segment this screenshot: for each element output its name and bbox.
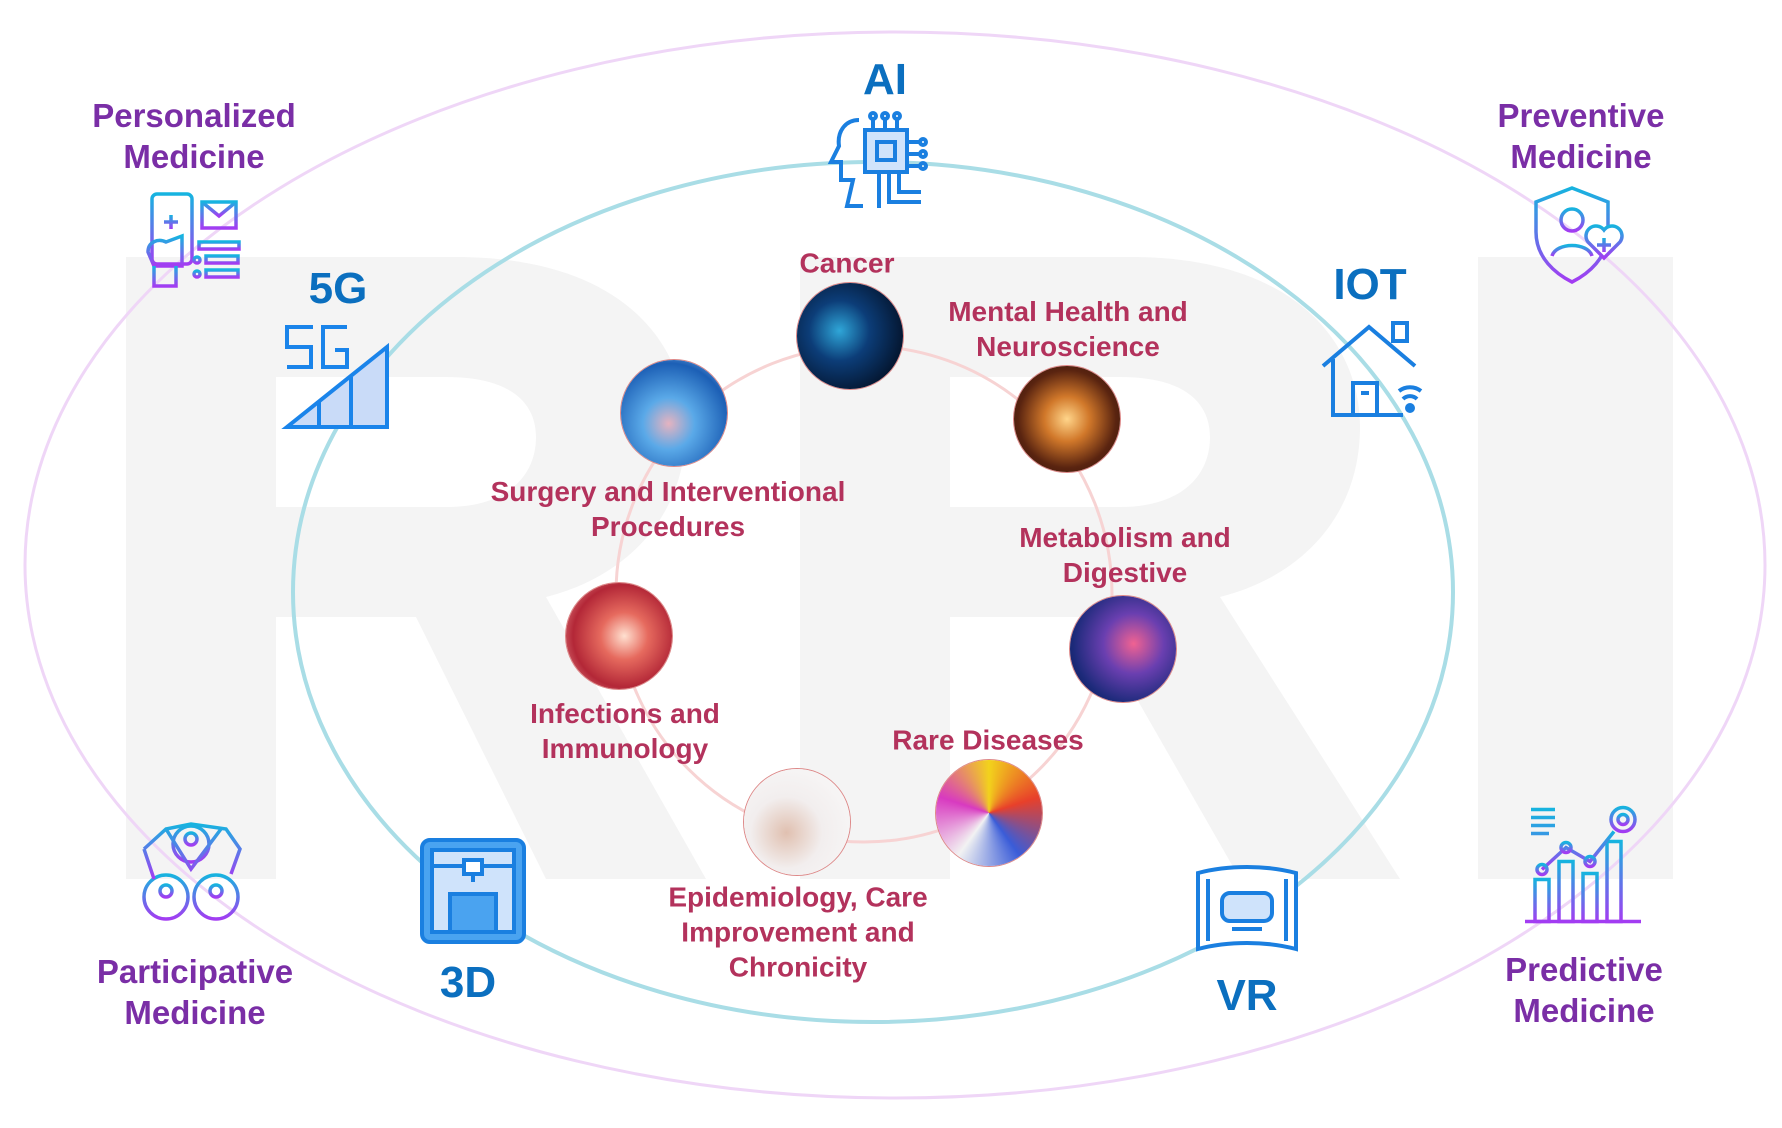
label-vr: VR xyxy=(1216,971,1278,1020)
mental-health-image xyxy=(1014,366,1120,472)
infections-image xyxy=(566,583,672,689)
participative-medicine-people-icon xyxy=(142,822,242,921)
label-ai: AI xyxy=(863,55,907,104)
label-line: Preventive xyxy=(1497,97,1665,134)
label-line: Procedures xyxy=(590,511,746,542)
outer-ring xyxy=(23,30,1767,1100)
5g-signal-icon xyxy=(281,325,389,429)
label-5g: 5G xyxy=(308,264,368,313)
label-3d: 3D xyxy=(439,958,497,1007)
surgery-image xyxy=(621,360,727,466)
iot-smart-home-icon xyxy=(1321,321,1423,417)
label-line: Participative xyxy=(96,953,294,990)
label-cancer: Cancer xyxy=(800,246,895,281)
label-line: Rare Diseases xyxy=(892,724,1084,756)
label-line: Medicine xyxy=(1513,992,1655,1029)
label-line: Medicine xyxy=(124,994,266,1031)
label-line: Immunology xyxy=(541,733,709,764)
watermark-letter-i xyxy=(1478,257,1673,879)
label-line: Improvement and xyxy=(681,916,915,948)
rare-diseases-image xyxy=(936,760,1042,866)
label-line: Medicine xyxy=(1510,138,1652,175)
label-line: Digestive xyxy=(1062,557,1188,588)
epidemiology-image xyxy=(744,769,850,875)
label-line: Neuroscience xyxy=(976,331,1160,362)
vr-headset-icon xyxy=(1196,865,1298,952)
metabolism-image xyxy=(1070,596,1176,702)
cancer-image xyxy=(797,283,903,389)
label-line: Personalized xyxy=(92,97,296,134)
preventive-medicine-shield-icon xyxy=(1534,186,1624,284)
personalized-medicine-icon xyxy=(146,192,241,288)
label-line: Medicine xyxy=(123,138,265,175)
label-line: Epidemiology, Care xyxy=(668,881,928,913)
predictive-medicine-chart-icon xyxy=(1525,805,1641,924)
ai-chip-head-icon xyxy=(827,111,928,208)
label-rare-diseases: Rare Diseases xyxy=(892,723,1083,758)
label-line: Surgery and Interventional xyxy=(490,476,846,507)
label-line: Chronicity xyxy=(728,951,868,983)
label-line: Metabolism and xyxy=(1019,522,1231,553)
3d-printer-icon xyxy=(420,838,526,944)
label-line: Mental Health and xyxy=(948,296,1188,327)
watermark-letter-r1 xyxy=(126,257,706,879)
label-iot: IOT xyxy=(1333,260,1407,309)
label-line: Cancer xyxy=(799,247,895,279)
label-line: Predictive xyxy=(1505,951,1663,988)
label-line: Infections and xyxy=(530,698,720,729)
watermark-letter-r2 xyxy=(800,257,1400,879)
